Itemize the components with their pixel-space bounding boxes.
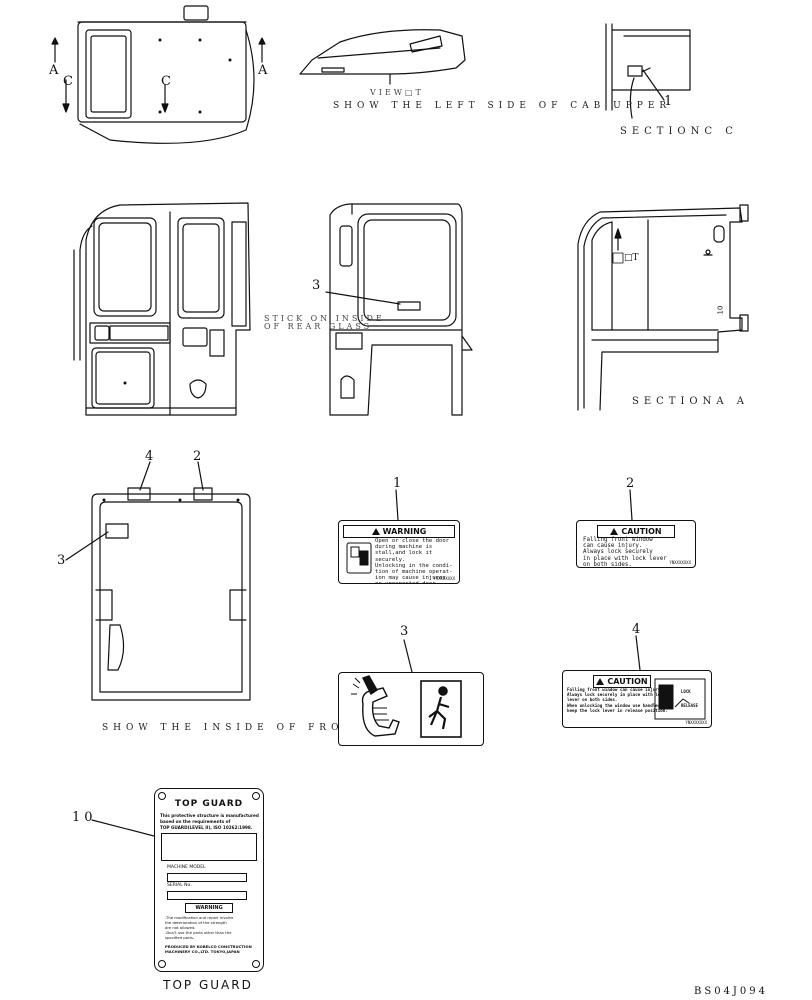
rear-view-note-1: STICK ON INSIDE	[264, 314, 385, 323]
caution-triangle-icon-2	[596, 678, 605, 685]
plate-warn-4: -Don't use the parts other than the	[165, 930, 232, 935]
leader-decal-1	[395, 489, 399, 521]
rivet-hole-icon	[158, 960, 166, 968]
front-window-callout-3: 3	[57, 553, 66, 568]
plate-cert-1: This protective structure is manufacture…	[160, 813, 259, 818]
front-window-inside-view	[65, 461, 251, 701]
plate-warn-2: the deterioration of the strength	[165, 920, 227, 925]
plate-warn-header: WARNING	[185, 903, 233, 913]
section-c-callout: 1	[664, 94, 673, 109]
plate-model-label: MACHINE MODEL	[167, 865, 206, 870]
decal-3-callout: 3	[400, 624, 409, 639]
section-a-view	[577, 204, 749, 411]
rivet-hole-icon	[252, 792, 260, 800]
plate-maker-1: PRODUCED BY KOBELCO CONSTRUCTION	[165, 944, 252, 949]
decal-1-callout: 1	[393, 476, 402, 491]
decal-2-callout: 2	[626, 476, 635, 491]
section-a-part-mark: 10	[716, 305, 725, 315]
hammer-hand-icon	[351, 675, 400, 737]
marker-a-right: A	[258, 63, 268, 78]
decal-1-part-no: Y9XXXXXXX	[433, 576, 455, 581]
plate-serial-label: SERIAL No.	[167, 883, 192, 888]
marker-c-right: C	[161, 74, 171, 89]
decal-2-part-no: YNXXXXXXX	[669, 560, 691, 565]
section-c-caption: SECTIONC C	[620, 126, 738, 137]
front-window-callout-4: 4	[145, 449, 154, 464]
decal-1-body: Open or close the door during machine is…	[375, 538, 453, 583]
marker-c-left: C	[63, 74, 73, 89]
section-a-caption: SECTIONA A	[632, 396, 749, 407]
door-lock-icon	[346, 542, 372, 574]
decal-2-header: CAUTION	[597, 525, 675, 538]
section-a-marker: □T	[624, 253, 639, 263]
drawing-id: BS04J094	[694, 986, 769, 997]
decal-4-lock-label: LOCK	[681, 689, 691, 694]
decal-3-emergency-exit-pictogram	[338, 672, 484, 746]
plate-blank-box	[161, 833, 257, 861]
view-side-caption-2: SHOW THE LEFT SIDE OF CAB UPPER	[333, 101, 672, 111]
plate-cert-2: based on the requirements of	[160, 819, 231, 824]
leader-decal-2	[629, 489, 633, 521]
decal-2-body: Falling front window can cause injury. A…	[583, 537, 667, 568]
view-side-caption-1: VIEW□T	[370, 88, 424, 97]
decal-2-caution-window: CAUTION Falling front window can cause i…	[576, 520, 696, 568]
warning-triangle-icon	[371, 528, 380, 535]
decal-4-header: CAUTION	[593, 675, 651, 688]
front-window-callout-2: 2	[193, 449, 202, 464]
cab-left-side-view	[73, 202, 251, 416]
cab-upper-side-view	[299, 29, 466, 85]
section-c-detail	[605, 23, 691, 119]
decal-4-body: Falling front window can cause injury. A…	[567, 687, 670, 713]
lock-lever-diagram-icon	[654, 678, 706, 720]
marker-a-left: A	[49, 63, 59, 78]
plate-caption: TOP GUARD	[163, 978, 253, 992]
rivet-hole-icon	[252, 960, 260, 968]
cab-top-view	[51, 5, 266, 144]
decal-4-part-no: YNXXXXXXX	[685, 720, 707, 725]
caution-triangle-icon	[610, 528, 619, 535]
front-window-caption: SHOW THE INSIDE OF FRONT WINDOW	[102, 723, 450, 733]
rivet-hole-icon	[158, 792, 166, 800]
plate-model-field	[167, 873, 247, 882]
emergency-exit-icon	[420, 680, 462, 738]
decal-1-header: WARNING	[343, 525, 455, 538]
plate-title: TOP GUARD	[174, 799, 244, 809]
leader-decal-4	[635, 635, 641, 671]
plate-warn-1: -The modification and repair involve	[165, 915, 234, 920]
top-guard-plate: TOP GUARD This protective structure is m…	[154, 788, 264, 972]
plate-maker-2: MACHINERY CO.,LTD. TOKYO,JAPAN	[165, 949, 240, 954]
cab-rear-view	[325, 203, 473, 416]
decal-1-warning-door: WARNING Open or close the door during ma…	[338, 520, 460, 584]
plate-warn-5: specified parts.	[165, 935, 195, 940]
decal-4-callout: 4	[632, 622, 641, 637]
leader-decal-3	[403, 639, 413, 673]
plate-cert-3: TOP GUARD(LEVEL II), ISO 10262:1998.	[160, 825, 253, 830]
decal-4-caution-lock-lever: CAUTION Falling front window can cause i…	[562, 670, 712, 728]
plate-warn-3: are not allowed.	[165, 925, 196, 930]
rear-view-note-2: OF REAR GLASS	[264, 322, 373, 331]
rear-view-callout: 3	[312, 278, 321, 293]
plate-serial-field	[167, 891, 247, 900]
decal-4-release-label: RELEASE	[681, 703, 698, 708]
plate-callout: 10	[72, 810, 97, 825]
